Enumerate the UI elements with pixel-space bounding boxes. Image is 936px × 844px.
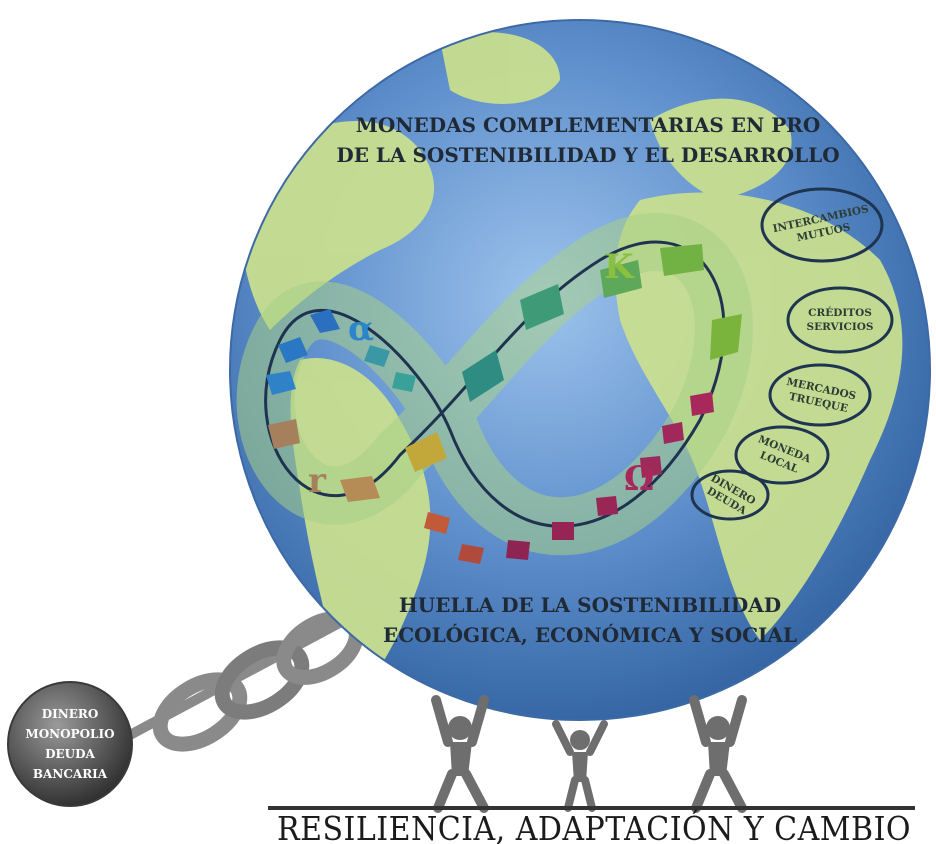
arrow-k-6 [710,314,742,360]
ball-line-1: DINERO [42,707,99,721]
footprint-line-2: ECOLÓGICA, ECONÓMICA Y SOCIAL [383,622,797,647]
figure-left [431,695,489,813]
arrow-omega-8 [424,512,450,534]
oval-creditos-line2: SERVICIOS [807,321,874,333]
figure-middle [552,720,608,812]
globe [229,19,931,721]
cycle-phase-labels: α K Ω r [308,247,654,501]
arrow-alpha-4 [364,345,390,367]
footprint-line-1: HUELLA DE LA SOSTENIBILIDAD [399,593,781,617]
chain [125,611,364,752]
arrow-k-4 [600,260,642,298]
cycle-arrows [266,244,742,564]
title-line-2: DE LA SOSTENIBILIDAD Y EL DESARROLLO [336,143,839,167]
arrow-omega-4 [596,496,618,516]
support-figures [431,695,747,813]
bottom-caption: RESILIENCIA, ADAPTACIÓN Y CAMBIO [277,808,911,844]
arrow-k-2 [462,350,504,402]
ball-line-3: DEUDA [45,747,95,761]
arrow-alpha-1 [278,337,308,363]
phase-omega: Ω [624,459,654,499]
arrow-omega-5 [552,522,574,540]
ball-line-4: BANCARIA [33,767,108,781]
arrow-omega-7 [458,544,484,564]
phase-alpha: α [348,309,374,349]
oval-creditos: CRÉDITOS SERVICIOS [786,286,894,354]
arrow-alpha-5 [392,372,416,392]
oval-creditos-line1: CRÉDITOS [808,305,872,319]
arrow-omega-1 [690,392,714,416]
globe-title: MONEDAS COMPLEMENTARIAS EN PRO DE LA SOS… [336,113,839,167]
arrow-k-1 [405,432,447,472]
arrow-k-5 [660,244,704,276]
arrow-omega-6 [506,540,530,560]
ball-line-2: MONOPOLIO [25,727,114,741]
phase-k: K [604,247,635,287]
figure-right [689,695,747,813]
phase-r: r [308,461,327,501]
arrow-alpha-2 [310,309,340,333]
title-line-1: MONEDAS COMPLEMENTARIAS EN PRO [356,113,821,137]
arrow-omega-3 [640,456,662,478]
footprint-caption: HUELLA DE LA SOSTENIBILIDAD ECOLÓGICA, E… [383,593,797,647]
arrow-alpha-3 [266,371,296,395]
arrow-k-3 [520,284,564,330]
arrow-r-1 [268,419,300,449]
arrow-r-2 [340,476,380,502]
arrow-omega-2 [662,422,684,444]
debt-ball: DINERO MONOPOLIO DEUDA BANCARIA [7,681,133,807]
